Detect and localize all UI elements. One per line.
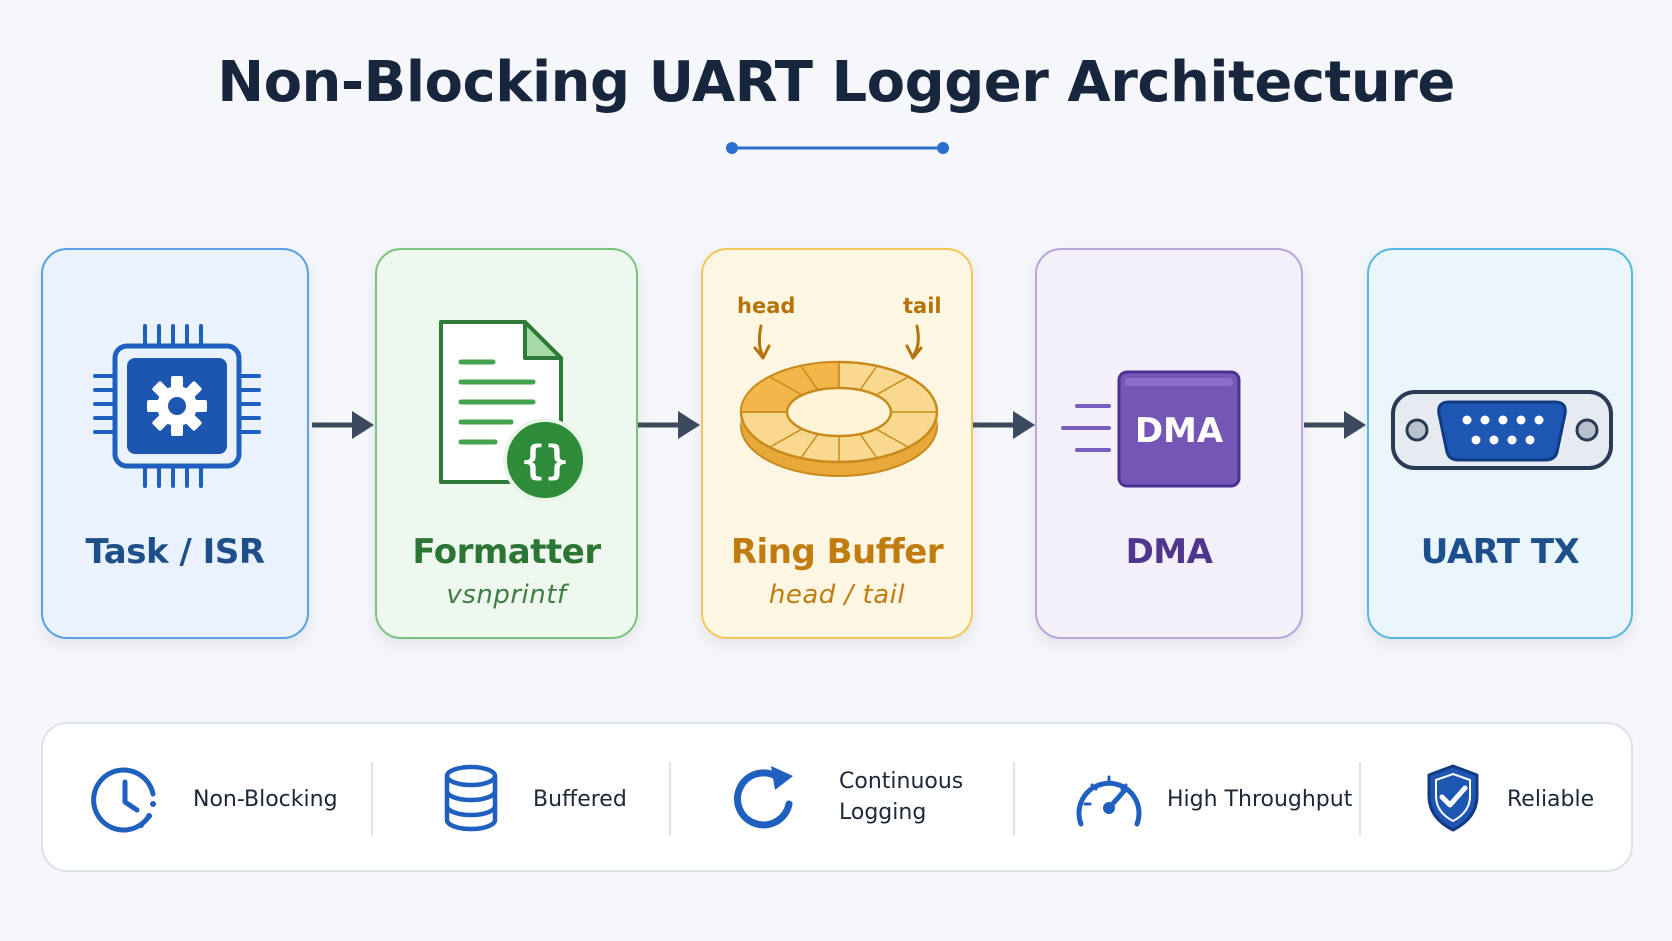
clock-icon <box>91 767 156 833</box>
feature-label: Non-Blocking <box>193 787 338 812</box>
feature-label: Buffered <box>533 787 627 812</box>
refresh-icon <box>734 766 793 829</box>
stage-dma: DMA DMA <box>1035 248 1303 639</box>
database-icon <box>444 764 498 832</box>
stage-label: UART TX <box>1420 532 1580 572</box>
feature-label: Continuous Logging <box>839 766 963 828</box>
flow-arrow <box>638 411 700 439</box>
flow-arrow <box>973 411 1035 439</box>
feature-divider <box>371 762 373 836</box>
dma-chip-icon: DMA <box>1061 370 1241 488</box>
speedometer-icon <box>1076 775 1142 827</box>
shield-check-icon <box>1427 764 1479 832</box>
page-title: Non-Blocking UART Logger Architecture <box>217 50 1455 115</box>
tail-pointer-label: tail <box>903 294 942 318</box>
title-underline <box>726 142 949 154</box>
feature-label-line: Continuous <box>839 769 964 794</box>
stage-formatter: {} Formatter vsnprintf <box>375 248 638 639</box>
stage-ring-buffer: head tail Ring Buffer head / tail <box>701 248 973 639</box>
feature-divider <box>1013 762 1015 836</box>
svg-text:{}: {} <box>521 438 569 484</box>
feature-divider <box>1359 762 1361 836</box>
document-braces-icon: {} <box>439 320 587 502</box>
serial-connector-icon <box>1391 390 1613 470</box>
stage-label: Task / ISR <box>85 532 265 572</box>
stage-label: Formatter <box>412 532 601 572</box>
flow-arrow <box>312 411 374 439</box>
stage-label: Ring Buffer <box>730 532 944 572</box>
feature-label: Reliable <box>1507 787 1595 812</box>
chip-gear-icon <box>93 324 261 488</box>
stage-task-isr: Task / ISR <box>41 248 309 639</box>
feature-label-line: Logging <box>839 800 927 825</box>
dma-chip-text: DMA <box>1135 411 1224 451</box>
stage-sublabel: vsnprintf <box>446 580 567 610</box>
flow-arrow <box>1304 411 1366 439</box>
ring-buffer-icon <box>739 324 939 477</box>
stage-sublabel: head / tail <box>768 580 906 610</box>
feature-strip: Non-Blocking Buffered Continuous Logging… <box>41 722 1633 872</box>
feature-label: High Throughput <box>1167 787 1353 812</box>
stage-label: DMA <box>1125 532 1213 572</box>
stage-uart-tx: UART TX <box>1367 248 1633 639</box>
feature-divider <box>669 762 671 836</box>
head-pointer-label: head <box>737 294 796 318</box>
